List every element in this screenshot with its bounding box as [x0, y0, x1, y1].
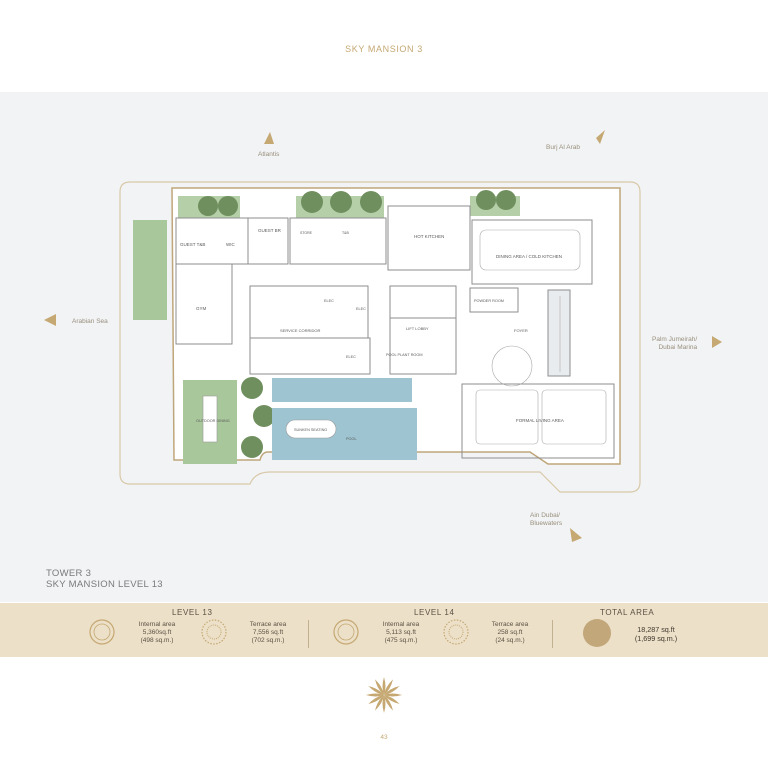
room-pool-plant: POOL PLANT ROOM	[386, 353, 423, 357]
tower-label: TOWER 3 SKY MANSION LEVEL 13	[46, 568, 163, 590]
room-store: STORE	[300, 231, 313, 235]
room-guest-br: GUEST BR	[258, 228, 282, 233]
room-service-corridor: SERVICE CORRIDOR	[280, 328, 320, 333]
floor-plan-drawing: GUEST T&B WIC GUEST BR STORE T&B GYM HOT…	[44, 130, 722, 542]
room-lift-lobby: LIFT LOBBY	[406, 326, 429, 331]
room-gym: GYM	[196, 306, 207, 311]
direction-atlantis: Atlantis	[258, 151, 280, 158]
arrow-palm-icon	[712, 336, 722, 348]
area-summary-bar: LEVEL 13 Internal area 5,360sq.ft (498 s…	[0, 603, 768, 657]
pool-upper	[272, 378, 412, 402]
room-pool: POOL	[346, 437, 357, 441]
floor-plan: GUEST T&B WIC GUEST BR STORE T&B GYM HOT…	[0, 92, 768, 602]
room-outdoor-dining: OUTDOOR DINING	[196, 419, 230, 423]
sunken-seating	[285, 419, 337, 439]
internal-area-icon	[89, 619, 115, 645]
room-hot-kitchen: HOT KITCHEN	[414, 234, 444, 239]
arrow-burj-icon	[596, 130, 605, 144]
direction-arabian-sea: Arabian Sea	[72, 318, 108, 325]
walls	[175, 205, 615, 459]
room-elec-3: ELEC	[346, 355, 356, 359]
terrace-area-icon	[201, 619, 227, 645]
level13-internal: Internal area 5,360sq.ft (498 sq.m.)	[138, 621, 176, 644]
total-area: 18,287 sq.ft (1,699 sq.m.)	[634, 625, 678, 643]
page-number: 43	[380, 734, 388, 741]
brand-logo-icon	[366, 677, 402, 713]
internal-area-icon-2	[333, 619, 359, 645]
total-heading: TOTAL AREA	[600, 608, 655, 617]
level13-heading: LEVEL 13	[172, 608, 213, 617]
arrow-atlantis-icon	[264, 132, 274, 144]
level14-heading: LEVEL 14	[414, 608, 455, 617]
direction-palm-jumeirah: Palm Jumeirah/ Dubai Marina	[652, 336, 698, 351]
tower-name: TOWER 3	[46, 568, 92, 579]
room-guest-tb: GUEST T&B	[180, 242, 205, 247]
total-area-icon	[583, 619, 611, 647]
lawn-left	[133, 220, 167, 320]
room-fixtures	[475, 229, 607, 445]
room-tb: T&B	[342, 231, 349, 235]
direction-burj-al-arab: Burj Al Arab	[546, 144, 580, 151]
outdoor-dining-table	[202, 395, 218, 443]
arrow-arabian-sea-icon	[44, 314, 56, 326]
level14-internal: Internal area 5,113 sq.ft (475 sq.m.)	[382, 621, 420, 644]
arrow-ain-icon	[570, 528, 582, 542]
room-powder-room: POWDER ROOM	[474, 299, 504, 303]
level14-terrace: Terrace area 258 sq.ft (24 sq.m.)	[491, 621, 529, 644]
room-elec-1: ELEC	[324, 299, 334, 303]
terrace-outline	[119, 181, 641, 493]
room-sunken-seating: SUNKEN SEATING	[294, 428, 327, 432]
level-name: SKY MANSION LEVEL 13	[46, 579, 163, 590]
page-title: SKY MANSION 3	[345, 44, 423, 54]
room-foyer: FOYER	[514, 328, 528, 333]
trees	[198, 190, 516, 458]
room-dining-cold-kitchen: DINING AREA / COLD KITCHEN	[496, 254, 562, 259]
room-wic: WIC	[226, 242, 235, 247]
divider-2	[552, 620, 553, 648]
terrace-area-icon-2	[443, 619, 469, 645]
direction-ain-dubai: Ain Dubai/ Bluewaters	[530, 512, 563, 527]
room-formal-living: FORMAL LIVING AREA	[516, 418, 564, 423]
divider-1	[308, 620, 309, 648]
level13-terrace: Terrace area 7,556 sq.ft (702 sq.m.)	[249, 621, 287, 644]
room-elec-2: ELEC	[356, 307, 366, 311]
